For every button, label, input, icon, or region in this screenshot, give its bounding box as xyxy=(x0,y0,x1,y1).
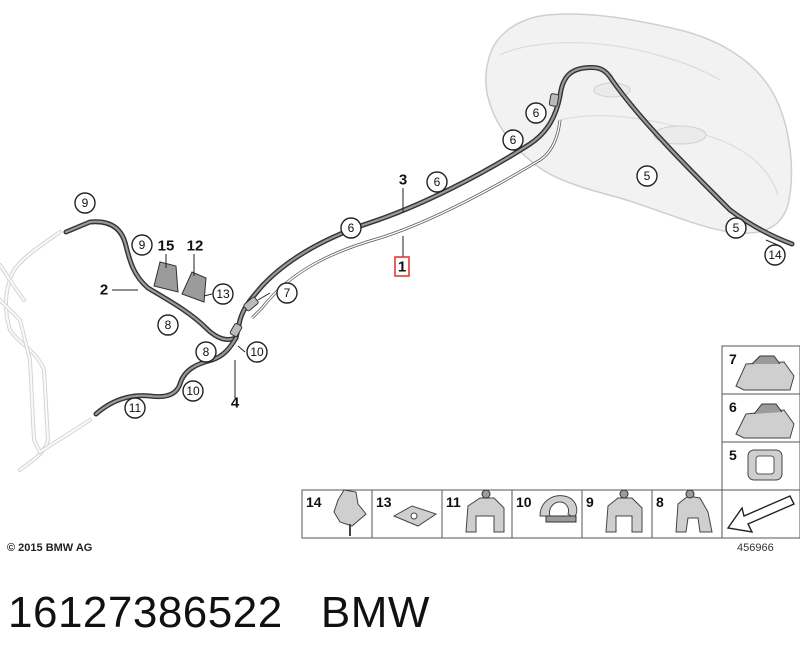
part-label: 15 xyxy=(158,238,175,255)
part-label: 2 xyxy=(100,282,108,299)
part-label: 12 xyxy=(187,238,204,255)
svg-text:14: 14 xyxy=(768,248,782,262)
part-label-highlighted: 1 xyxy=(398,259,406,276)
legend-bottom: 14 13 11 10 9 8 xyxy=(301,489,723,539)
callout: 9 xyxy=(131,234,153,256)
svg-text:9: 9 xyxy=(139,238,146,252)
svg-text:8: 8 xyxy=(165,318,172,332)
callout: 10 xyxy=(182,380,204,402)
ghost-lines xyxy=(0,230,92,472)
part-label: 3 xyxy=(399,172,407,189)
svg-text:10: 10 xyxy=(186,384,200,398)
svg-text:10: 10 xyxy=(250,345,264,359)
callout: 7 xyxy=(276,282,298,304)
callout: 8 xyxy=(195,341,217,363)
part-label: 4 xyxy=(231,395,240,412)
svg-text:13: 13 xyxy=(376,494,392,510)
caption: 16127386522 BMW xyxy=(8,588,430,638)
svg-text:5: 5 xyxy=(729,447,737,463)
callout: 10 xyxy=(246,341,268,363)
highlight-box xyxy=(394,256,410,277)
fuel-pipes xyxy=(63,65,795,417)
svg-text:11: 11 xyxy=(129,401,142,415)
callout: 5 xyxy=(725,217,747,239)
svg-text:6: 6 xyxy=(434,175,441,189)
callout: 6 xyxy=(340,217,362,239)
copyright-text: © 2015 BMW AG xyxy=(7,542,93,554)
part-number: 16127386522 xyxy=(8,588,283,637)
svg-text:11: 11 xyxy=(446,494,461,510)
callout: 5 xyxy=(636,165,658,187)
svg-text:6: 6 xyxy=(510,133,517,147)
callout: 9 xyxy=(74,192,96,214)
svg-text:5: 5 xyxy=(644,169,651,183)
svg-text:7: 7 xyxy=(284,286,291,300)
callout: 13 xyxy=(212,283,234,305)
fuel-tank xyxy=(485,13,793,234)
callouts: 9 9 8 8 13 7 6 6 6 6 5 5 14 10 10 11 xyxy=(74,102,786,419)
svg-text:13: 13 xyxy=(216,287,230,301)
part-labels: 15 12 2 3 1 4 xyxy=(100,172,410,412)
brand-name: BMW xyxy=(320,588,430,637)
svg-text:5: 5 xyxy=(733,221,740,235)
callout: 14 xyxy=(764,244,786,266)
svg-text:9: 9 xyxy=(82,196,89,210)
svg-text:8: 8 xyxy=(203,345,210,359)
svg-text:10: 10 xyxy=(516,494,532,510)
svg-text:6: 6 xyxy=(533,106,540,120)
svg-text:6: 6 xyxy=(348,221,355,235)
svg-text:14: 14 xyxy=(306,494,322,510)
diagram-number: 456966 xyxy=(737,542,774,554)
callout: 8 xyxy=(157,314,179,336)
leader-lines xyxy=(112,188,781,398)
svg-text:6: 6 xyxy=(729,399,737,415)
callout: 6 xyxy=(525,102,547,124)
orientation-arrow-icon xyxy=(726,495,795,533)
callout: 11 xyxy=(124,397,146,419)
callout: 6 xyxy=(426,171,448,193)
svg-text:7: 7 xyxy=(729,351,737,367)
clip-brackets xyxy=(153,261,207,303)
svg-text:8: 8 xyxy=(656,494,664,510)
legend-side: 7 6 5 xyxy=(721,345,800,539)
callout: 6 xyxy=(502,129,524,151)
svg-text:9: 9 xyxy=(586,494,594,510)
